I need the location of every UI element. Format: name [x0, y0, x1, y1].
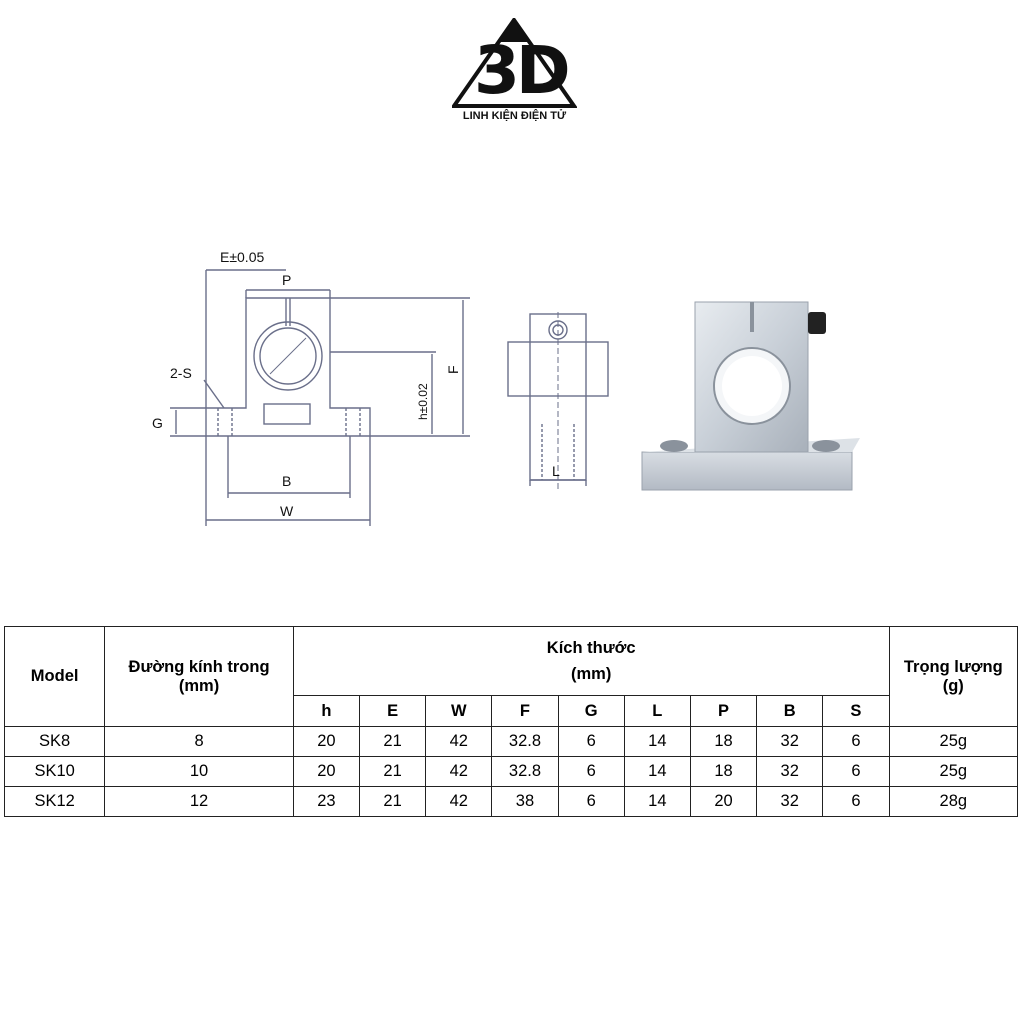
cell-w: 42 — [425, 756, 493, 787]
cell-model: SK12 — [3, 786, 106, 817]
header-h: h — [292, 695, 361, 727]
cell-b: 32 — [756, 756, 824, 787]
cell-l: 14 — [623, 756, 691, 787]
cell-f: 38 — [491, 786, 559, 817]
label-h: h±0.02 — [416, 383, 430, 420]
cell-diameter: 10 — [104, 756, 294, 787]
label-e: E±0.05 — [220, 249, 264, 265]
cell-g: 6 — [557, 756, 625, 787]
cell-w: 42 — [425, 726, 493, 757]
label-f: F — [445, 365, 461, 374]
cell-s: 6 — [822, 726, 890, 757]
cell-p: 18 — [689, 726, 758, 757]
label-2s: 2-S — [170, 365, 192, 381]
side-view — [507, 312, 609, 490]
header-dimensions: Kích thước (mm) — [292, 626, 890, 696]
cell-p: 20 — [689, 786, 758, 817]
label-g: G — [152, 415, 163, 431]
header-s: S — [822, 695, 890, 727]
label-w: W — [280, 503, 294, 519]
front-view — [170, 269, 470, 526]
cell-b: 32 — [756, 786, 824, 817]
cell-w: 42 — [425, 786, 493, 817]
cell-h: 20 — [292, 726, 361, 757]
cell-s: 6 — [822, 756, 890, 787]
cell-l: 14 — [623, 726, 691, 757]
header-g: G — [557, 695, 625, 727]
logo-triangle-icon — [450, 16, 578, 108]
cell-weight: 28g — [888, 786, 1019, 817]
cell-h: 20 — [292, 756, 361, 787]
cell-l: 14 — [623, 786, 691, 817]
cell-f: 32.8 — [491, 726, 559, 757]
product-render — [641, 301, 860, 491]
cell-s: 6 — [822, 786, 890, 817]
cell-model: SK10 — [3, 756, 106, 787]
label-l: L — [552, 463, 560, 479]
label-p: P — [282, 272, 291, 288]
table-row: SK8 8 20 21 42 32.8 6 14 18 32 6 25g — [3, 726, 1019, 757]
cell-e: 21 — [358, 726, 427, 757]
header-l: L — [623, 695, 691, 727]
cell-weight: 25g — [888, 726, 1019, 757]
cell-g: 6 — [557, 726, 625, 757]
spec-table: Model Đường kính trong (mm) Kích thước (… — [3, 626, 1019, 817]
cell-h: 23 — [292, 786, 361, 817]
brand-logo: 3D LINH KIỆN ĐIỆN TỬ — [450, 16, 578, 128]
logo-tagline: LINH KIỆN ĐIỆN TỬ — [462, 110, 567, 122]
header-f: F — [491, 695, 559, 727]
table-row: SK12 12 23 21 42 38 6 14 20 32 6 28g — [3, 786, 1019, 817]
cell-diameter: 12 — [104, 786, 294, 817]
header-inner-diameter: Đường kính trong (mm) — [104, 626, 294, 727]
header-b: B — [756, 695, 824, 727]
header-model: Model — [3, 626, 106, 727]
cell-model: SK8 — [3, 726, 106, 757]
cell-b: 32 — [756, 726, 824, 757]
cell-diameter: 8 — [104, 726, 294, 757]
label-b: B — [282, 473, 291, 489]
logo-mark: 3D — [474, 32, 571, 109]
table-row: SK10 10 20 21 42 32.8 6 14 18 32 6 25g — [3, 756, 1019, 787]
header-w: W — [425, 695, 493, 727]
header-p: P — [689, 695, 758, 727]
header-e: E — [358, 695, 427, 727]
cell-weight: 25g — [888, 756, 1019, 787]
technical-drawing: E±0.05 P 2-S G B W h±0.02 F L — [152, 249, 860, 526]
cell-e: 21 — [358, 786, 427, 817]
cell-f: 32.8 — [491, 756, 559, 787]
cell-p: 18 — [689, 756, 758, 787]
header-weight: Trọng lượng (g) — [888, 626, 1019, 727]
cell-e: 21 — [358, 756, 427, 787]
cell-g: 6 — [557, 786, 625, 817]
